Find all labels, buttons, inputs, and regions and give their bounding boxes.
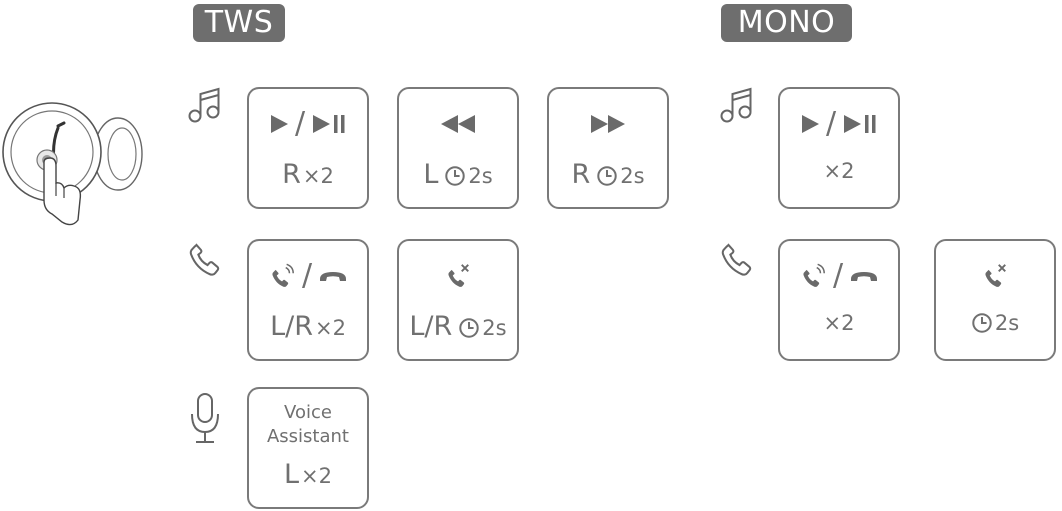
- gesture-label: 2s: [994, 311, 1020, 335]
- gesture-label: ×2: [823, 311, 855, 335]
- clock-icon: [444, 165, 466, 187]
- earbud-touch-illustration: [0, 88, 150, 238]
- gesture-label: 2s: [468, 164, 493, 188]
- gesture-label: ×2: [301, 464, 332, 488]
- side-label: R: [282, 159, 301, 190]
- reject-call-icon: [444, 264, 469, 289]
- tws-voice-assistant-card: Voice Assistant L ×2: [247, 387, 369, 509]
- gesture-label: ×2: [314, 316, 346, 340]
- gesture-label: ×2: [823, 159, 855, 183]
- side-label: L: [423, 159, 439, 190]
- clock-icon: [458, 317, 480, 339]
- music-note-icon: [188, 87, 220, 123]
- phone-icon: [189, 243, 220, 276]
- side-label: L: [283, 459, 300, 490]
- tws-reject-call-card: L/R 2s: [397, 239, 519, 361]
- tws-answer-hangup-card: / L/R ×2: [247, 239, 369, 361]
- gesture-label: 2s: [482, 316, 507, 340]
- assistant-label: Assistant: [266, 426, 349, 447]
- next-track-icon: [591, 115, 625, 133]
- answer-call-icon: [268, 263, 294, 289]
- side-label: R: [571, 159, 591, 190]
- gesture-label: ×2: [302, 164, 334, 188]
- clock-icon: [596, 165, 618, 187]
- reject-call-icon: [981, 264, 1006, 289]
- mono-header: MONO: [721, 4, 852, 42]
- gesture-label: 2s: [620, 164, 645, 188]
- previous-track-icon: [441, 115, 475, 133]
- mono-reject-call-card: 2s: [934, 239, 1056, 361]
- mono-play-pause-card: / ×2: [778, 87, 900, 209]
- clock-icon: [971, 312, 993, 334]
- tws-play-pause-card: / R ×2: [247, 87, 369, 209]
- play-pause-icon: [311, 114, 347, 134]
- tws-next-track-card: R 2s: [547, 87, 669, 209]
- answer-call-icon: [799, 263, 825, 289]
- music-note-icon: [720, 87, 752, 123]
- play-pause-icon: [842, 114, 878, 134]
- tws-previous-track-card: L 2s: [397, 87, 519, 209]
- tws-header: TWS: [193, 4, 285, 42]
- hang-up-icon: [320, 272, 347, 281]
- mono-answer-hangup-card: / ×2: [778, 239, 900, 361]
- side-label: L/R: [409, 311, 453, 342]
- side-label: L/R: [270, 311, 313, 342]
- play-icon: [800, 114, 820, 134]
- play-icon: [269, 114, 289, 134]
- hang-up-icon: [851, 272, 878, 281]
- voice-label: Voice: [284, 402, 332, 423]
- phone-icon: [721, 243, 752, 276]
- microphone-icon: [191, 393, 219, 443]
